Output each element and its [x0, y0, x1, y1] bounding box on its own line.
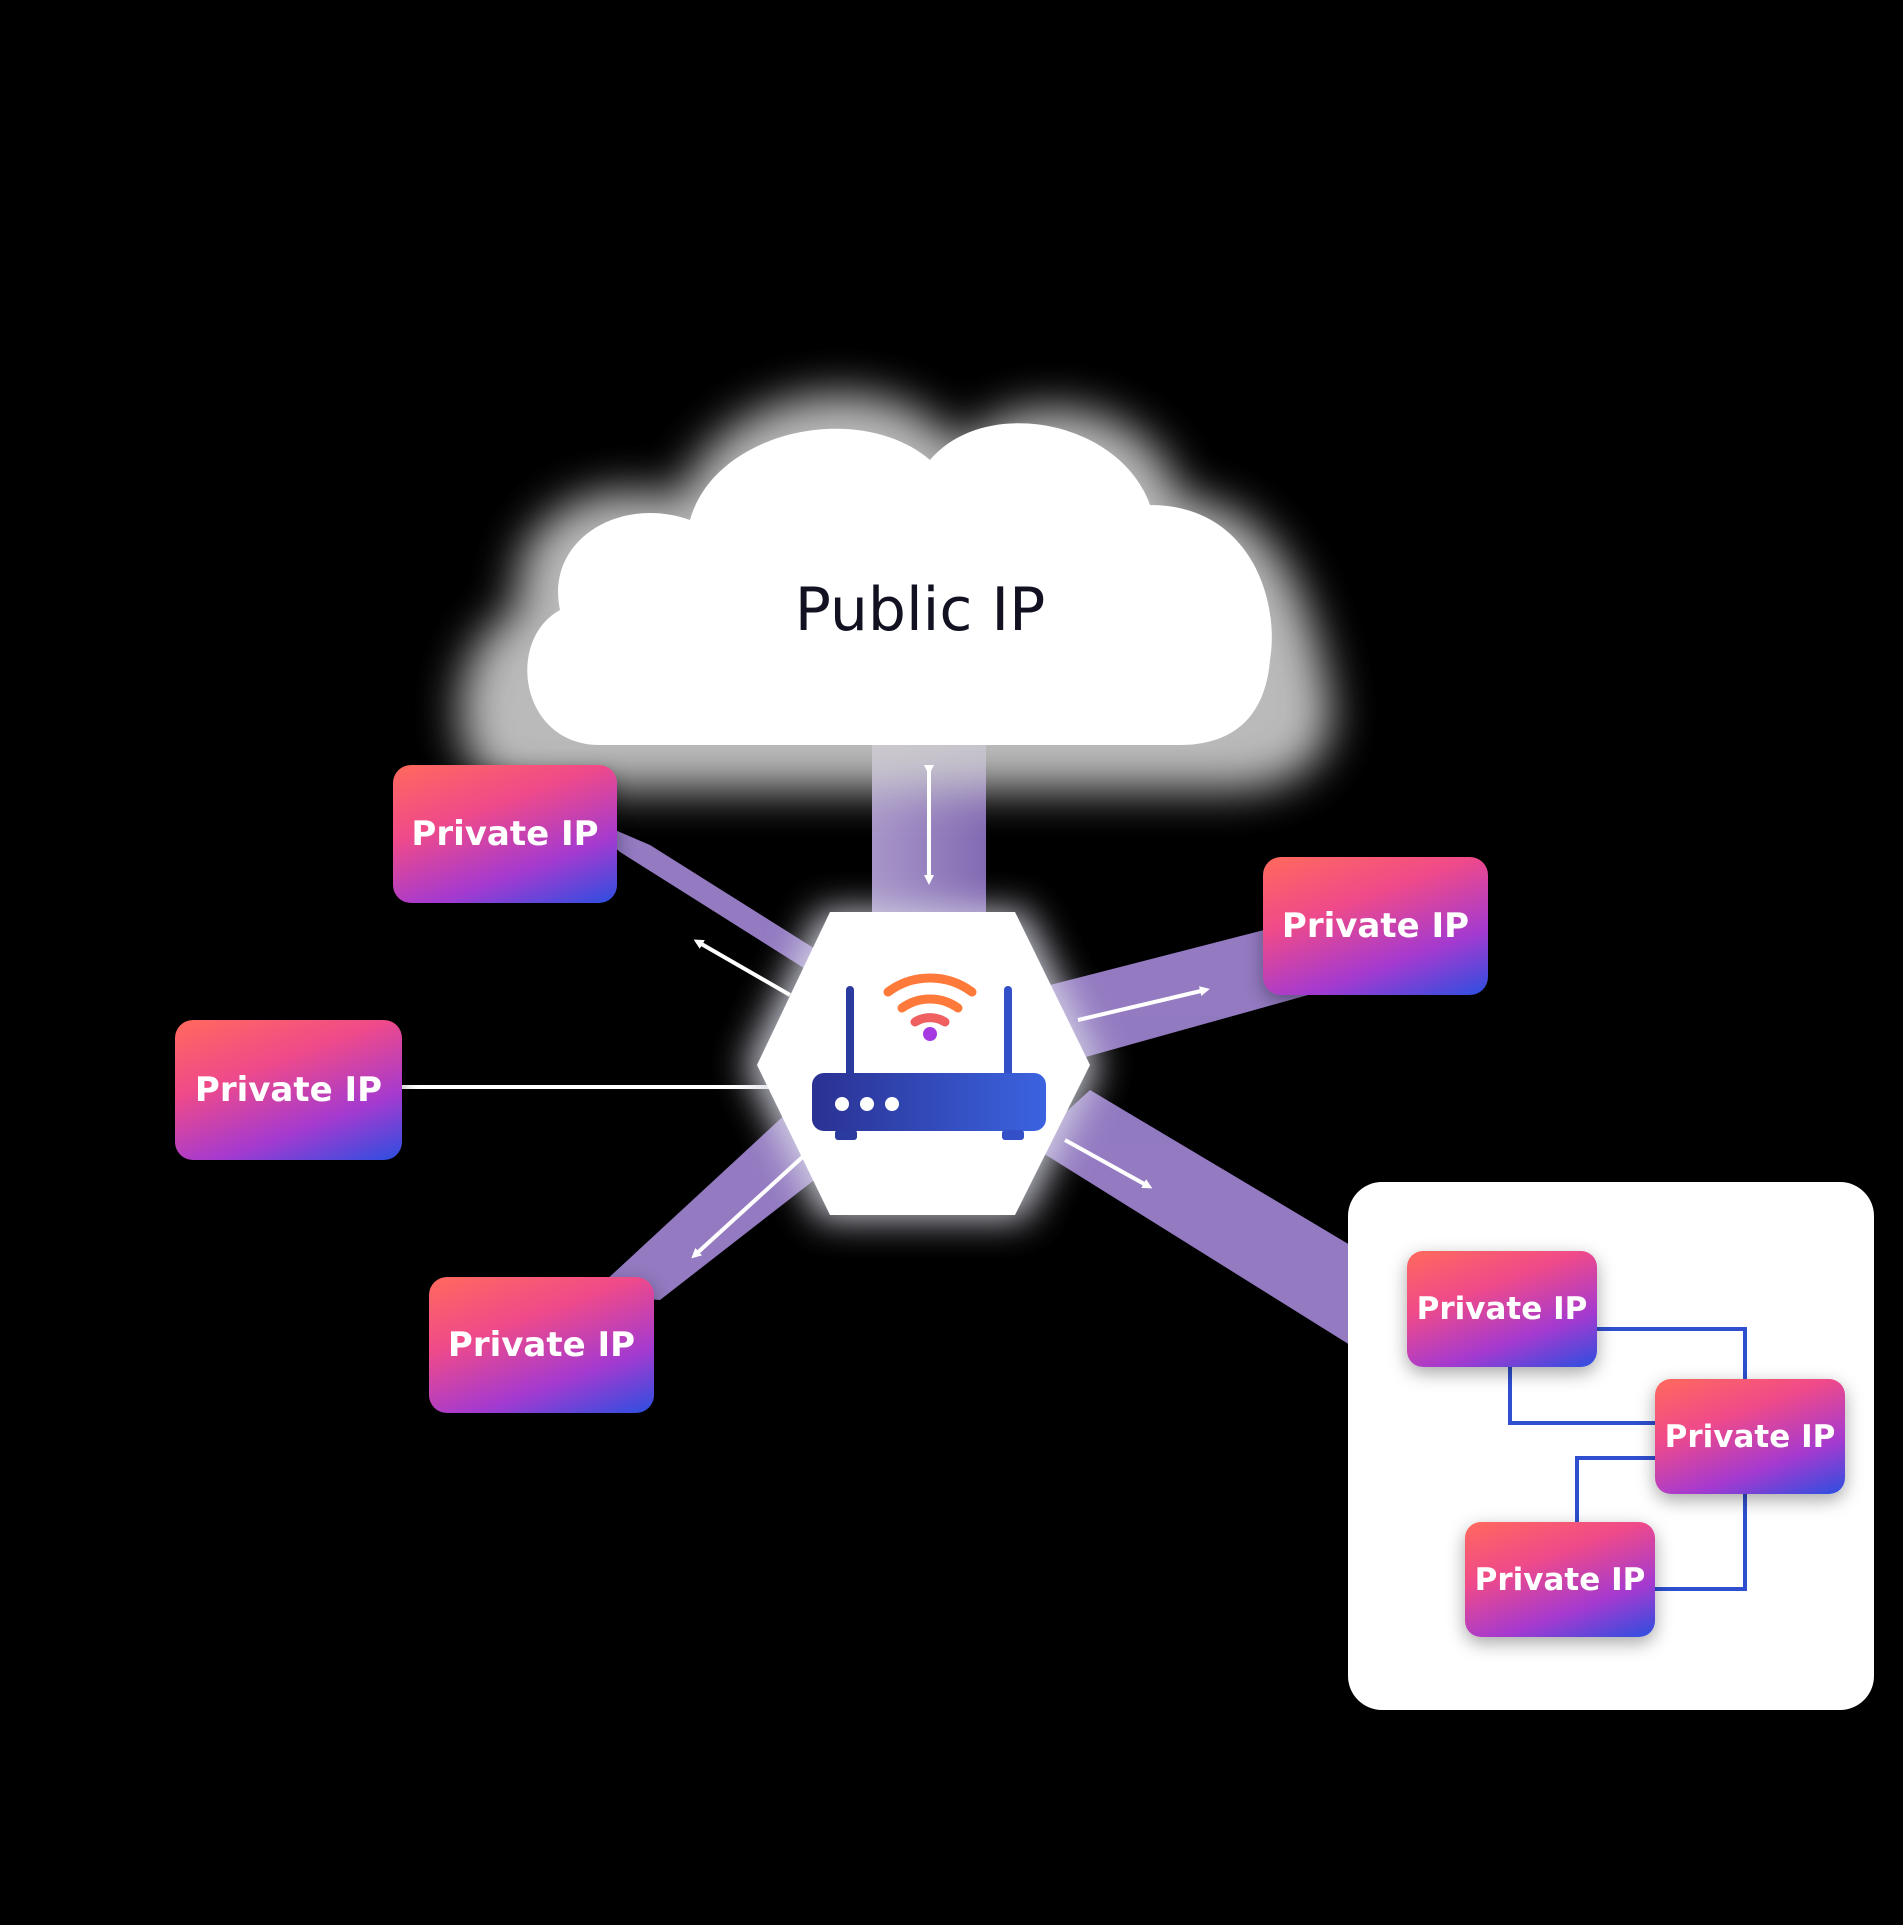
cloud — [460, 394, 1332, 790]
private-ip-node-right[interactable]: Private IP — [1263, 857, 1488, 995]
connector-router-top-left — [590, 825, 826, 982]
router-node — [745, 910, 1100, 1220]
connector-router-bottom-left — [590, 1110, 840, 1300]
cloud-icon — [527, 423, 1272, 745]
wifi-router-icon — [812, 973, 1046, 1140]
private-ip-node-left[interactable]: Private IP — [175, 1020, 402, 1160]
public-ip-label: Public IP — [794, 575, 1046, 645]
private-ip-node-bottom-left[interactable]: Private IP — [429, 1277, 654, 1413]
subnet-private-ip-node-2[interactable]: Private IP — [1655, 1379, 1845, 1494]
arrow-to-subnet — [1064, 1138, 1153, 1189]
arrow-to-right — [1077, 986, 1210, 1022]
arrow-to-bottom-left — [691, 1150, 810, 1259]
private-ip-node-top-left[interactable]: Private IP — [393, 765, 617, 903]
arrow-to-top-left — [693, 939, 791, 997]
connector-router-subnet — [1030, 1090, 1350, 1345]
subnet-private-ip-node-3[interactable]: Private IP — [1465, 1522, 1655, 1637]
arrows — [691, 765, 1210, 1259]
subnet-private-ip-node-1[interactable]: Private IP — [1407, 1251, 1597, 1367]
